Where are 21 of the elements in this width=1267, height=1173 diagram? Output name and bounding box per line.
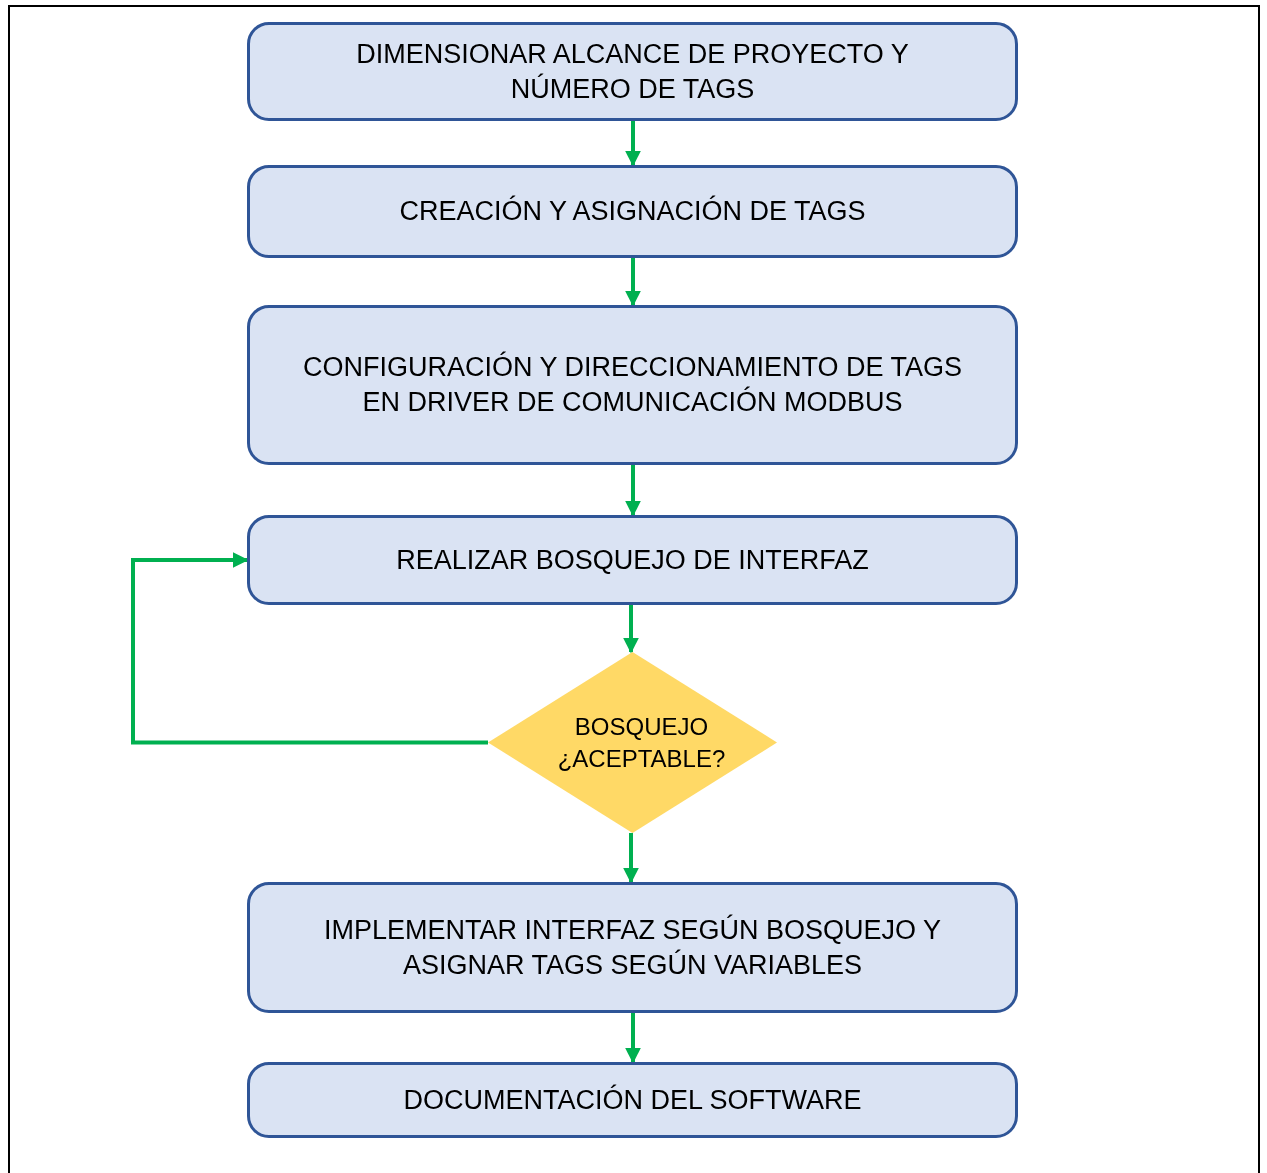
process-text: CREACIÓN Y ASIGNACIÓN DE TAGS bbox=[399, 194, 866, 228]
decision-text: BOSQUEJO ¿ACEPTABLE? bbox=[556, 711, 727, 774]
process-text: IMPLEMENTAR INTERFAZ SEGÚN BOSQUEJO Y ASIGNAR TAGS SEGÚN VARIABLES bbox=[322, 913, 943, 982]
process-text: DIMENSIONAR ALCANCE DE PROYECTO Y NÚMERO DE TAGS bbox=[355, 37, 910, 106]
arrow bbox=[623, 605, 639, 654]
process-text: CONFIGURACIÓN Y DIRECCIONAMIENTO DE TAGS EN DRIVER DE COMUNICACIÓN MODBUS bbox=[301, 350, 964, 419]
arrow bbox=[131, 552, 488, 745]
process-box bbox=[247, 22, 1018, 121]
decision-diamond bbox=[488, 652, 777, 833]
process-box bbox=[247, 1062, 1018, 1138]
arrow bbox=[625, 121, 641, 167]
process-box bbox=[247, 882, 1018, 1013]
arrow bbox=[625, 258, 641, 307]
process-box bbox=[247, 165, 1018, 258]
process-text: REALIZAR BOSQUEJO DE INTERFAZ bbox=[396, 543, 869, 577]
arrow bbox=[625, 465, 641, 517]
arrow bbox=[623, 833, 639, 884]
process-text: DOCUMENTACIÓN DEL SOFTWARE bbox=[403, 1083, 862, 1117]
arrow bbox=[625, 1013, 641, 1064]
process-box bbox=[247, 305, 1018, 465]
process-box bbox=[247, 515, 1018, 605]
